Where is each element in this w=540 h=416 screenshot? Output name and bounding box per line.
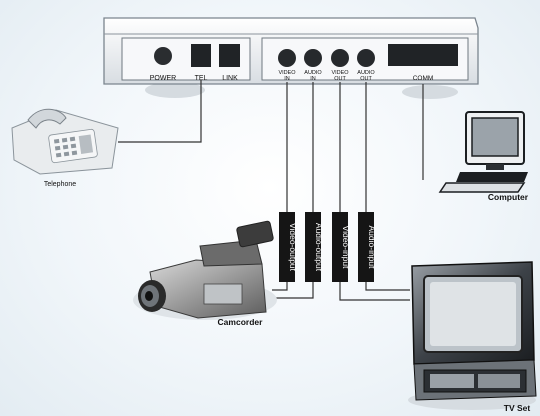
comm-port-icon <box>388 44 458 66</box>
cable-label-text: Video-output <box>288 223 298 272</box>
power-label: POWER <box>150 75 176 82</box>
cable-label-video-output: Video-output <box>279 212 298 282</box>
audio-out-port-icon <box>357 49 375 67</box>
power-port-icon <box>154 47 172 65</box>
cable-label-box <box>279 212 295 282</box>
video-out-cable <box>339 82 410 301</box>
video-in-port-icon <box>278 49 296 67</box>
video-out-port-icon <box>331 49 349 67</box>
device-back-panel: POWER TEL LINK VIDEO IN AUDIO IN VIDEO O… <box>103 17 479 99</box>
cable-label-box <box>305 212 321 282</box>
camcorder-icon <box>133 220 277 320</box>
video-in-label-line2: IN <box>284 76 290 82</box>
audio-out-cable <box>365 82 410 291</box>
cable-label-video-input: Video-input <box>332 212 351 282</box>
link-label: LINK <box>222 75 238 82</box>
telephone-label: Telephone <box>44 181 76 188</box>
tv-label: TV Set <box>504 403 531 413</box>
cable-label-audio-input: Audio-input <box>358 212 377 282</box>
tel-label: TEL <box>195 75 208 82</box>
device-foot-left <box>145 82 205 98</box>
device-foot-right <box>402 85 458 99</box>
computer-icon <box>438 111 528 193</box>
audio-in-label-line2: IN <box>310 76 316 82</box>
cable-label-box <box>332 212 348 282</box>
telephone-icon <box>11 108 119 175</box>
video-out-label-line1: VIDEO <box>331 70 349 76</box>
camcorder-label: Camcorder <box>218 317 264 327</box>
link-port-icon <box>219 44 240 67</box>
cable-label-text: Audio-input <box>367 225 377 269</box>
audio-out-label-line2: OUT <box>360 76 372 82</box>
audio-in-port-icon <box>304 49 322 67</box>
video-in-label-line1: VIDEO <box>278 70 296 76</box>
cable-label-audio-output: Audio-output <box>305 212 324 282</box>
tel-port-icon <box>191 44 211 67</box>
cable-label-box <box>358 212 374 282</box>
cable-label-text: Video-input <box>341 226 351 269</box>
tel-cable <box>118 80 202 143</box>
audio-in-cable <box>272 82 314 299</box>
audio-out-label-line1: AUDIO <box>357 70 375 76</box>
comm-label: COMM <box>413 75 434 82</box>
cable-label-text: Audio-output <box>314 223 324 272</box>
cables <box>118 80 424 301</box>
tv-icon <box>408 261 537 410</box>
video-in-cable <box>272 82 288 291</box>
computer-label: Computer <box>488 192 529 202</box>
audio-in-label-line1: AUDIO <box>304 70 322 76</box>
video-out-label-line2: OUT <box>334 76 346 82</box>
